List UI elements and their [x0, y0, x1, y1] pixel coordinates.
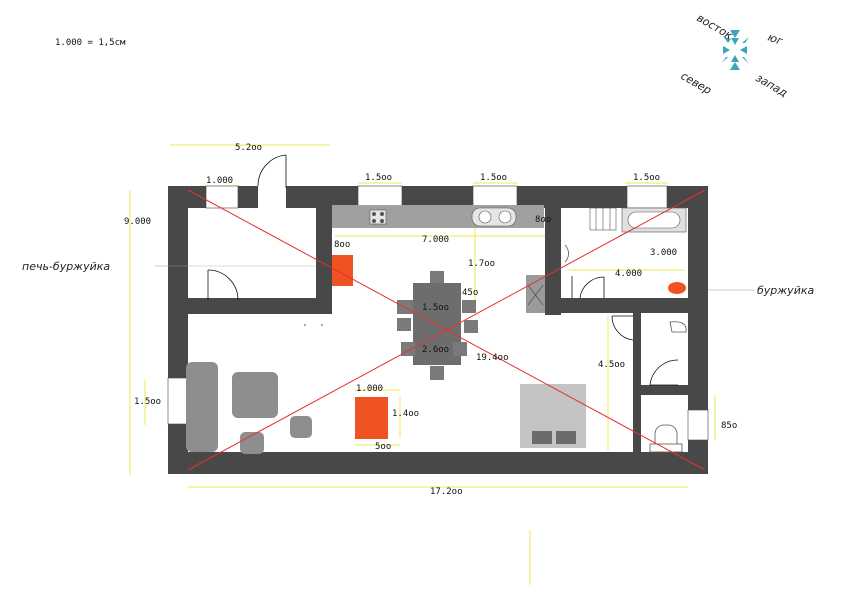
sofa — [186, 362, 218, 452]
chair — [464, 320, 478, 333]
dim-left-height: 9.000 — [124, 217, 151, 227]
compass-north-label: север — [679, 69, 714, 97]
dim-window-right: 1.5oo — [633, 173, 660, 183]
pouf — [290, 416, 312, 438]
dim-inner-h: 1.7oo — [468, 259, 495, 269]
vent-block — [526, 275, 545, 313]
pouf — [240, 432, 264, 454]
chair — [430, 366, 444, 380]
dim-fireplace-w: 1.000 — [356, 384, 383, 394]
dim-stove-small: 8oo — [334, 240, 350, 250]
dim-total-length: 17.2oo — [430, 487, 463, 497]
small-sink-icon — [669, 321, 687, 333]
dim-top-length: 5.2oo — [235, 143, 262, 153]
compass-south-label: юг — [766, 31, 785, 48]
washbasin-icon — [564, 244, 569, 263]
dim-table-gap: 45o — [462, 288, 478, 298]
compass-west-label: запад — [754, 71, 790, 99]
dim-bath-len: 4.000 — [615, 269, 642, 279]
chair — [453, 342, 467, 356]
scale-note: 1.000 = 1,5см — [55, 38, 126, 48]
dim-fireplace-d: 5oo — [375, 442, 391, 452]
left-stove-label: печь-буржуйка — [22, 260, 110, 273]
dim-kitchen-len: 7.000 — [422, 235, 449, 245]
chair — [430, 271, 444, 283]
chair — [462, 300, 476, 313]
dim-bath-w: 3.000 — [650, 248, 677, 258]
bed — [520, 384, 586, 448]
bath-stove — [668, 282, 686, 294]
compass-east-label: восток — [695, 11, 736, 42]
compass-icon — [722, 30, 749, 70]
dim-window-mid2: 1.5oo — [480, 173, 507, 183]
dim-left-window: 1.5oo — [134, 397, 161, 407]
pillow — [556, 431, 576, 444]
fireplace — [355, 397, 388, 439]
pillow — [532, 431, 552, 444]
right-stove-label: буржуйка — [757, 284, 814, 297]
dim-window-left: 1.000 — [206, 176, 233, 186]
armchair — [232, 372, 278, 418]
dim-fireplace-h: 1.4oo — [392, 409, 419, 419]
dim-window-mid1: 1.5oo — [365, 173, 392, 183]
dim-table-w: 1.5oo — [422, 303, 449, 313]
dim-right-window: 85o — [721, 421, 737, 431]
dim-corridor: 4.5oo — [598, 360, 625, 370]
dim-hall-len: 19.4oo — [476, 353, 509, 363]
dim-kitchen-depth: 8oo — [535, 215, 551, 225]
small-stove — [332, 255, 353, 286]
chair — [397, 318, 411, 331]
dim-table-len: 2.6oo — [422, 345, 449, 355]
